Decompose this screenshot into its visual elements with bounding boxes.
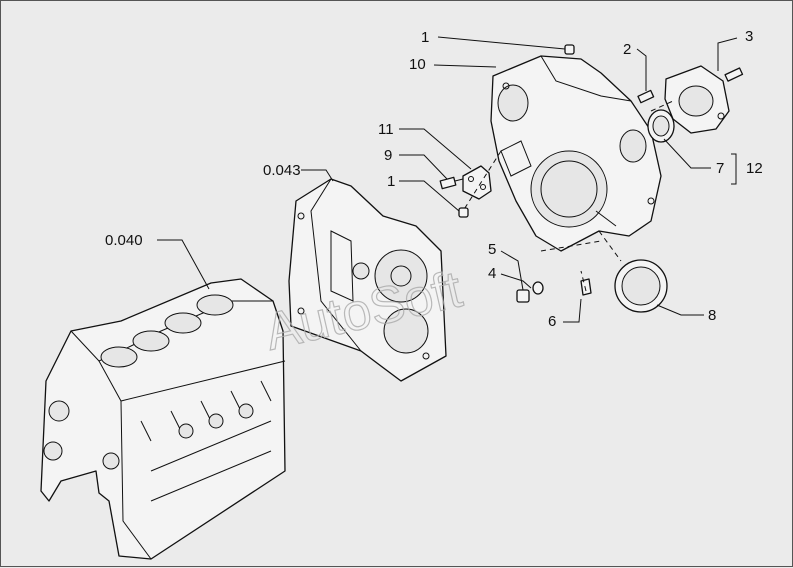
small-cover-plate <box>462 165 492 200</box>
callout-6: 6 <box>548 313 556 330</box>
callout-0-043: 0.043 <box>263 162 301 179</box>
callout-2: 2 <box>623 41 631 58</box>
callout-10: 10 <box>409 56 426 73</box>
callout-1-top: 1 <box>421 29 429 46</box>
callout-1-mid: 1 <box>387 173 395 190</box>
callout-8: 8 <box>708 307 716 324</box>
callout-4: 4 <box>488 265 496 282</box>
nut-1-mid <box>458 207 469 218</box>
callout-3: 3 <box>745 28 753 45</box>
bolt-2 <box>637 89 655 104</box>
washer-4 <box>532 281 544 295</box>
bolt-3 <box>724 67 744 82</box>
nut-1-top <box>564 44 575 55</box>
engine-block <box>40 278 286 560</box>
gear-housing-plate <box>288 178 447 382</box>
seal-flange <box>664 65 730 134</box>
callout-9: 9 <box>384 147 392 164</box>
timing-cover <box>490 55 662 252</box>
callout-labels: 1 2 3 10 11 9 1 0.043 0.040 5 4 6 7 12 8 <box>105 28 763 330</box>
callout-5: 5 <box>488 241 496 258</box>
callout-0-040: 0.040 <box>105 232 143 249</box>
crankshaft-seal-8 <box>614 259 668 313</box>
callout-11: 11 <box>378 121 394 138</box>
callout-12: 12 <box>746 160 763 177</box>
plug-6 <box>580 278 592 296</box>
leader-lines <box>157 36 738 323</box>
plug-5 <box>516 289 530 303</box>
callout-7: 7 <box>716 160 724 177</box>
seal-ring-7 <box>647 109 675 143</box>
bolt-9 <box>439 176 464 190</box>
alignment-lines <box>462 100 674 292</box>
